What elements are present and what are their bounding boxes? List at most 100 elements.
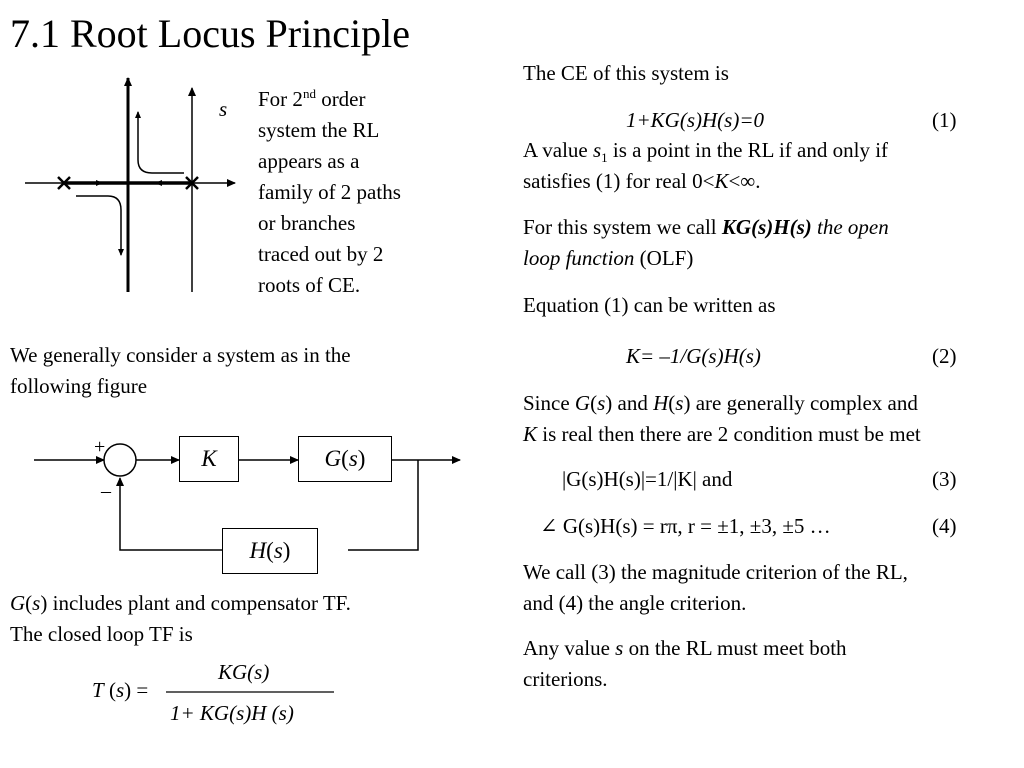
equation-4-number: (4) (932, 514, 957, 538)
s-var: s (615, 636, 624, 660)
paren: ( (590, 391, 598, 415)
any-value-line: Any value s on the RL must meet both (523, 633, 1013, 664)
value-text: <∞. (728, 169, 761, 193)
equation-3: |G(s)H(s)|=1/|K| and (562, 467, 733, 491)
paren: ( (341, 446, 349, 471)
pole-left (57, 176, 71, 190)
caption-sup: nd (302, 86, 316, 101)
equation-1-number: (1) (932, 108, 957, 132)
intro-line: We generally consider a system as in the (10, 343, 351, 367)
paren: ) (282, 538, 291, 563)
upper-branch-path (135, 111, 184, 174)
g-letter: G (10, 591, 26, 615)
paren: ( (266, 538, 274, 563)
any-value-line: criterions. (523, 667, 608, 691)
criteria-paragraph: We call (3) the magnitude criterion of t… (523, 557, 1013, 619)
rl-caption-line: appears as a (258, 149, 360, 173)
tf-desc-text: includes plant and compensator TF. (47, 591, 351, 615)
rl-caption-line: family of 2 paths (258, 180, 401, 204)
caption-text: For 2 (258, 87, 303, 111)
olf-line: loop function (OLF) (523, 243, 1013, 274)
since-line: Since G(s) and H(s) are generally comple… (523, 388, 1018, 419)
plus-sign: + (94, 436, 106, 458)
s-var: s (32, 591, 41, 615)
paren: ) (357, 446, 366, 471)
s-var: s (348, 446, 358, 471)
h-letter: H (249, 538, 267, 563)
rl-caption-line: roots of CE. (258, 273, 361, 297)
rl-caption: For 2nd order system the RL appears as a… (258, 84, 458, 301)
block-diagram-wires (34, 443, 461, 551)
g-letter: G (324, 446, 342, 471)
since-paragraph: Since G(s) and H(s) are generally comple… (523, 388, 1018, 450)
olf-text: (OLF) (634, 246, 694, 270)
tf-desc-line: G(s) includes plant and compensator TF. (10, 588, 490, 619)
equation-2: K= –1/G(s)H(s) (626, 344, 761, 368)
s-plane-label: s (219, 97, 228, 121)
olf-paragraph: For this system we call KG(s)H(s) the op… (523, 212, 1013, 274)
equation-written-line: Equation (1) can be written as (523, 293, 776, 317)
page-title: 7.1 Root Locus Principle (10, 11, 410, 56)
value-line: satisfies (1) for real 0<K<∞. (523, 166, 1013, 197)
value-line: A value s1 is a point in the RL if and o… (523, 135, 1013, 166)
olf-expression: KG(s)H(s) (721, 215, 812, 239)
olf-text: loop function (523, 246, 635, 270)
olf-line: For this system we call KG(s)H(s) the op… (523, 212, 1013, 243)
g-block: G(s) (298, 436, 392, 482)
since-text: ) and (605, 391, 654, 415)
minus-sign: – (101, 480, 111, 502)
rl-caption-line: or branches (258, 211, 356, 235)
rl-caption-line: For 2nd order (258, 84, 458, 115)
s-var: s (273, 538, 283, 563)
s-var: s (597, 391, 606, 415)
since-text: is real then there are 2 condition must … (537, 422, 921, 446)
caption-text: order (315, 87, 366, 111)
s-var: s (592, 138, 602, 162)
any-text: on the RL must meet both (623, 636, 847, 660)
intro-line: following figure (10, 374, 148, 398)
equation-2-number: (2) (932, 344, 957, 368)
t-letter: T (92, 678, 104, 702)
paren: ) (40, 591, 48, 615)
tf-lhs-text: ) = (124, 678, 149, 702)
value-text: is a point in the RL if and only if (607, 138, 889, 162)
s-var: s (675, 391, 684, 415)
any-text: Any value (523, 636, 616, 660)
tf-denominator: 1+ KG(s)H (s) (170, 701, 294, 725)
k-var: K (714, 169, 729, 193)
summing-junction (103, 443, 137, 477)
equation-4: ∠ G(s)H(s) = rπ, r = ±1, ±3, ±5 … (540, 514, 831, 538)
s-var: s (115, 678, 125, 702)
k-var: K (523, 422, 538, 446)
h-block: H(s) (222, 528, 318, 574)
value-text: A value (523, 138, 593, 162)
tf-numerator: KG(s) (218, 660, 270, 684)
criteria-line: We call (3) the magnitude criterion of t… (523, 560, 908, 584)
since-text: ) are generally complex and (683, 391, 918, 415)
equation-1: 1+KG(s)H(s)=0 (626, 108, 764, 132)
olf-text: For this system we call (523, 215, 722, 239)
k-block: K (179, 436, 239, 482)
criteria-line: and (4) the angle criterion. (523, 591, 747, 615)
lower-branch-path (76, 195, 124, 256)
subscript: 1 (601, 150, 608, 166)
rl-caption-line: system the RL (258, 118, 380, 142)
value-text: satisfies (1) for real 0< (523, 169, 715, 193)
equation-3-number: (3) (932, 467, 957, 491)
fraction-bar (166, 691, 334, 693)
since-line: K is real then there are 2 condition mus… (523, 419, 1018, 450)
g-letter: G (574, 391, 591, 415)
since-text: Since (523, 391, 575, 415)
rl-caption-line: traced out by 2 (258, 242, 384, 266)
intro-paragraph: We generally consider a system as in the… (10, 340, 480, 402)
olf-text: the open (811, 215, 889, 239)
h-letter: H (653, 391, 669, 415)
tf-description: G(s) includes plant and compensator TF. … (10, 588, 490, 650)
ce-line: The CE of this system is (523, 61, 729, 85)
tf-desc-line: The closed loop TF is (10, 622, 193, 646)
tf-lhs: T (s) = (92, 678, 148, 703)
value-paragraph: A value s1 is a point in the RL if and o… (523, 135, 1013, 197)
pole-right (185, 176, 199, 190)
paren: ( (668, 391, 676, 415)
any-value-paragraph: Any value s on the RL must meet both cri… (523, 633, 1013, 695)
